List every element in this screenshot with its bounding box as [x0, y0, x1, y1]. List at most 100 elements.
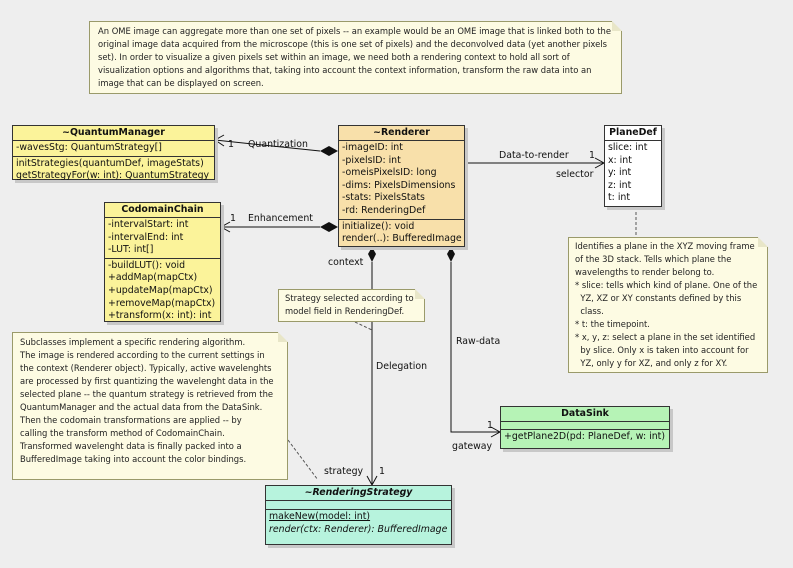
class-codomain-chain[interactable]: CodomainChain -intervalStart: int -inter…	[104, 202, 221, 322]
class-rendering-strategy[interactable]: ~RenderingStrategy makeNew(model: int) r…	[265, 485, 452, 545]
class-attributes	[266, 501, 451, 510]
class-attributes	[501, 422, 669, 430]
raw-data-label: Raw-data	[456, 336, 501, 347]
selector-label: selector	[556, 169, 594, 180]
class-name: ~QuantumManager	[13, 126, 214, 141]
class-renderer[interactable]: ~Renderer -imageID: int -pixelsID: int -…	[338, 125, 465, 247]
delegation-diamond	[368, 247, 376, 262]
note-strategy: Strategy selected according to model fie…	[278, 289, 425, 322]
note-line: YZ, XZ or XY constants defined by this	[575, 293, 742, 303]
operation: render(ctx: Renderer): BufferedImage	[269, 523, 448, 535]
note-line: Strategy selected according to	[285, 293, 414, 303]
note-line: * slice: tells which kind of plane. One …	[575, 280, 758, 290]
operation: -buildLUT(): void	[108, 259, 186, 271]
note-line: image that can be displayed on screen.	[98, 78, 264, 88]
attribute: -wavesStg: QuantumStrategy[]	[16, 142, 162, 153]
class-operations: +getPlane2D(pd: PlaneDef, w: int)	[501, 430, 669, 445]
class-plane-def[interactable]: PlaneDef slice: int x: int y: int z: int…	[604, 125, 662, 207]
attribute: t: int	[608, 192, 631, 204]
note-line: model field in RenderingDef.	[285, 306, 405, 316]
operation: render(..): BufferedImage	[342, 233, 462, 245]
note-line: Transformed wavelenght data is finally p…	[20, 441, 242, 451]
attribute: -dims: PixelsDimensions	[342, 179, 456, 191]
attribute: -LUT: int[]	[108, 244, 154, 256]
note-line: YZ, only y for XZ, and only z for XY.	[575, 358, 728, 368]
operation: initStrategies(quantumDef, imageStats)	[16, 157, 204, 169]
enhancement-diamond	[320, 222, 338, 232]
attribute: -omeisPixelsID: long	[342, 167, 437, 179]
attribute: -imageID: int	[342, 142, 403, 153]
gateway-label: gateway	[452, 441, 493, 452]
class-attributes: -wavesStg: QuantumStrategy[]	[13, 141, 214, 157]
attribute: x: int	[608, 154, 632, 166]
note-line: by slice. Only x is taken into account f…	[575, 345, 749, 355]
gateway-mult: 1	[487, 420, 493, 431]
operation: getStrategyFor(w: int): QuantumStrategy	[16, 170, 210, 182]
attribute: y: int	[608, 167, 632, 179]
operation: +addMap(mapCtx)	[108, 272, 198, 284]
note-line: * x, y, z: select a plane in the set ide…	[575, 332, 756, 342]
class-operations: makeNew(model: int) render(ctx: Renderer…	[266, 510, 451, 537]
operation: initialize(): void	[342, 220, 415, 232]
class-name: ~Renderer	[339, 126, 464, 141]
note-line: The image is rendered according to the c…	[20, 350, 265, 360]
class-name: PlaneDef	[605, 126, 661, 141]
note-line: are processed by first quantizing the wa…	[20, 376, 274, 386]
class-operations: initialize(): void render(..): BufferedI…	[339, 220, 464, 247]
attribute: slice: int	[608, 142, 648, 153]
quantization-label: Quantization	[248, 139, 308, 150]
note-line: Subclasses implement a specific renderin…	[20, 337, 246, 347]
note-line: Then the codomain transformations are ap…	[20, 415, 242, 425]
operation: +updateMap(mapCtx)	[108, 284, 213, 296]
attribute: -stats: PixelsStats	[342, 192, 425, 204]
operation: +transform(x: int): int	[108, 310, 212, 322]
note-line: Identifies a plane in the XYZ moving fra…	[575, 241, 755, 251]
note-line: original image data acquired from the mi…	[98, 39, 607, 49]
attribute: z: int	[608, 179, 632, 191]
quantization-line	[214, 139, 321, 152]
operation: +getPlane2D(pd: PlaneDef, w: int)	[504, 431, 665, 442]
class-data-sink[interactable]: DataSink +getPlane2D(pd: PlaneDef, w: in…	[500, 406, 670, 449]
context-label: context	[328, 257, 364, 268]
enhancement-label: Enhancement	[248, 213, 313, 224]
note-line: wavelengths to render belong to.	[575, 267, 715, 277]
attribute: -intervalStart: int	[108, 219, 189, 230]
enhancement-mult: 1	[230, 213, 236, 224]
note-line: calling the transform method of Codomain…	[20, 428, 225, 438]
note-line: visualization options and algorithms tha…	[98, 65, 592, 75]
note-subclasses: Subclasses implement a specific renderin…	[12, 332, 288, 480]
class-quantum-manager[interactable]: ~QuantumManager -wavesStg: QuantumStrate…	[12, 125, 215, 181]
class-attributes: slice: int x: int y: int z: int t: int	[605, 141, 661, 206]
operation: makeNew(model: int)	[269, 511, 371, 522]
data-to-render-mult: 1	[589, 150, 595, 161]
class-attributes: -imageID: int -pixelsID: int -omeisPixel…	[339, 141, 464, 220]
class-name: DataSink	[501, 407, 669, 422]
attribute: -intervalEnd: int	[108, 231, 184, 243]
quantization-arrow	[214, 134, 225, 147]
raw-data-line	[450, 262, 500, 433]
data-to-render-label: Data-to-render	[499, 150, 569, 161]
note-line: of the 3D stack. Tells which plane the	[575, 254, 732, 264]
strategy-note-link	[354, 321, 373, 331]
raw-data-diamond	[447, 247, 455, 262]
note-line: set). In order to visualize a given pixe…	[98, 52, 570, 62]
class-name: ~RenderingStrategy	[266, 486, 451, 501]
note-line: QuantumManager and the actual data from …	[20, 402, 263, 412]
delegation-label: Delegation	[376, 361, 428, 372]
quantization-mult: 1	[228, 139, 234, 150]
strategy-label: strategy	[324, 466, 364, 477]
class-operations: initStrategies(quantumDef, imageStats) g…	[13, 157, 214, 184]
class-name: CodomainChain	[105, 203, 220, 218]
subclasses-note-link	[287, 439, 319, 481]
note-line: the context (Renderer object). Typically…	[20, 363, 272, 373]
operation: +removeMap(mapCtx)	[108, 297, 216, 309]
class-operations: -buildLUT(): void +addMap(mapCtx) +updat…	[105, 259, 220, 324]
quantization-diamond	[320, 146, 338, 156]
strategy-mult: 1	[379, 466, 385, 477]
note-line: An OME image can aggregate more than one…	[98, 26, 612, 36]
class-attributes: -intervalStart: int -intervalEnd: int -L…	[105, 218, 220, 259]
note-plane-def: Identifies a plane in the XYZ moving fra…	[568, 237, 768, 373]
attribute: -pixelsID: int	[342, 154, 401, 166]
note-line: class.	[575, 306, 604, 316]
